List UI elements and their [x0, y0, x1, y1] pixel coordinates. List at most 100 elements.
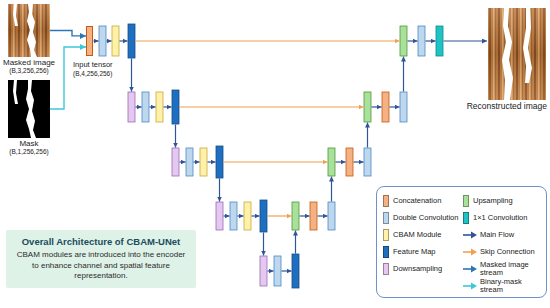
double-conv-block: [364, 148, 371, 176]
feature-map-block: [292, 254, 299, 288]
mask-image: Mask(B,1,256,256): [8, 80, 50, 138]
flow-arrow: [295, 231, 296, 254]
image-label: Masked image: [3, 58, 55, 67]
legend-box: Concatenation UpsamplingDouble Convolutio…: [376, 186, 547, 298]
skip-arrow: [136, 40, 400, 41]
upsample-block: [328, 148, 335, 176]
legend-item: Main Flow: [463, 227, 543, 243]
shape-label: (B,1,256,256): [9, 148, 48, 155]
cbam-block: [244, 202, 251, 230]
legend-text: Binary-mask stream: [480, 278, 543, 294]
flow-arrow: [131, 59, 132, 92]
legend-swatch: [383, 212, 389, 224]
double-conv-block: [230, 202, 237, 230]
panel-body: CBAM modules are introduced into the enc…: [14, 250, 188, 281]
conv1x1-block: [436, 26, 443, 56]
legend-item: Upsampling: [463, 193, 543, 209]
legend-arrow-sample: [463, 282, 477, 290]
double-conv-block: [186, 148, 193, 176]
legend-text: CBAM Module: [393, 231, 441, 239]
legend-item: Feature Map: [383, 244, 459, 260]
concat-block: [346, 148, 353, 176]
texture: [8, 4, 50, 57]
flow-arrow: [219, 179, 220, 202]
flow-arrow: [150, 106, 156, 107]
feature-map-block: [128, 24, 135, 58]
legend-text: Concatenation: [393, 197, 441, 205]
legend-item: Skip Connection: [463, 244, 543, 260]
legend-item: Binary-mask stream: [463, 278, 543, 294]
flow-arrow: [390, 106, 400, 107]
downsample-block: [260, 256, 267, 286]
downsample-block: [216, 202, 223, 230]
flow-arrow: [268, 270, 274, 271]
flow-arrow: [238, 215, 244, 216]
shading: [488, 8, 546, 100]
masked-image-picture: [8, 4, 50, 57]
double-conv-block: [274, 256, 281, 286]
shape-label: (B,4,256,256): [73, 70, 112, 77]
legend-item: Downsampling: [383, 261, 459, 277]
crack: [13, 80, 18, 104]
legend-text: Skip Connection: [480, 248, 535, 256]
texture: [488, 8, 546, 100]
skip-arrow: [268, 215, 292, 216]
flow-arrow: [164, 106, 172, 107]
tensor-label: Input tensor: [73, 61, 113, 70]
upsample-block: [364, 92, 371, 122]
legend-swatch: [383, 229, 389, 241]
image-label: Mask: [19, 139, 38, 148]
legend-swatch: [463, 212, 469, 224]
mask-picture: [8, 80, 50, 138]
shading: [8, 4, 50, 57]
flow-arrow: [403, 57, 404, 92]
legend-text: Feature Map: [393, 248, 436, 256]
flow-arrow: [331, 177, 332, 202]
double-conv-block: [418, 26, 425, 56]
skip-arrow: [224, 161, 328, 162]
flow-arrow: [336, 161, 346, 162]
upsample-block: [400, 26, 407, 56]
overview-panel: Overall Architecture of CBAM-UNetCBAM mo…: [6, 230, 196, 288]
flow-arrow: [282, 270, 292, 271]
cbam-block: [156, 92, 163, 122]
legend-swatch: [383, 263, 389, 275]
concat-block: [382, 92, 389, 122]
legend-text: 1×1 Convolution: [473, 214, 527, 222]
legend-swatch: [383, 195, 389, 207]
flow-arrow: [444, 40, 488, 41]
legend-arrow-sample: [463, 248, 477, 256]
flow-arrow: [94, 40, 99, 41]
double-conv-block: [328, 202, 335, 230]
legend-text: Main Flow: [480, 231, 514, 239]
flow-arrow: [408, 40, 418, 41]
feature-map-block: [216, 146, 223, 178]
downsample-block: [172, 148, 179, 176]
legend-item: Masked image stream: [463, 261, 543, 277]
stream-connector: [50, 47, 86, 109]
shape-label: (B,3,256,256): [9, 67, 48, 74]
flow-arrow: [180, 161, 186, 162]
legend-item: Double Convolution: [383, 210, 459, 226]
upsample-block: [292, 202, 299, 230]
legend-text: Downsampling: [393, 265, 442, 273]
crack: [13, 4, 18, 26]
mask-ground: [8, 80, 50, 138]
flow-arrow: [263, 233, 264, 256]
cbam-block: [112, 26, 119, 56]
image-label: Reconstructed image: [467, 102, 547, 112]
flow-arrow: [194, 161, 200, 162]
flow-arrow: [372, 106, 382, 107]
legend-text: Upsampling: [473, 197, 513, 205]
masked-image: Masked image(B,3,256,256): [8, 4, 50, 57]
downsample-block: [128, 92, 135, 122]
legend-item: CBAM Module: [383, 227, 459, 243]
flow-arrow: [136, 106, 142, 107]
flow-arrow: [318, 215, 328, 216]
flow-arrow: [107, 40, 112, 41]
legend-swatch: [463, 195, 469, 207]
flow-arrow: [426, 40, 436, 41]
double-conv-block: [99, 26, 106, 56]
reconstructed-image: Reconstructed image: [488, 8, 546, 100]
